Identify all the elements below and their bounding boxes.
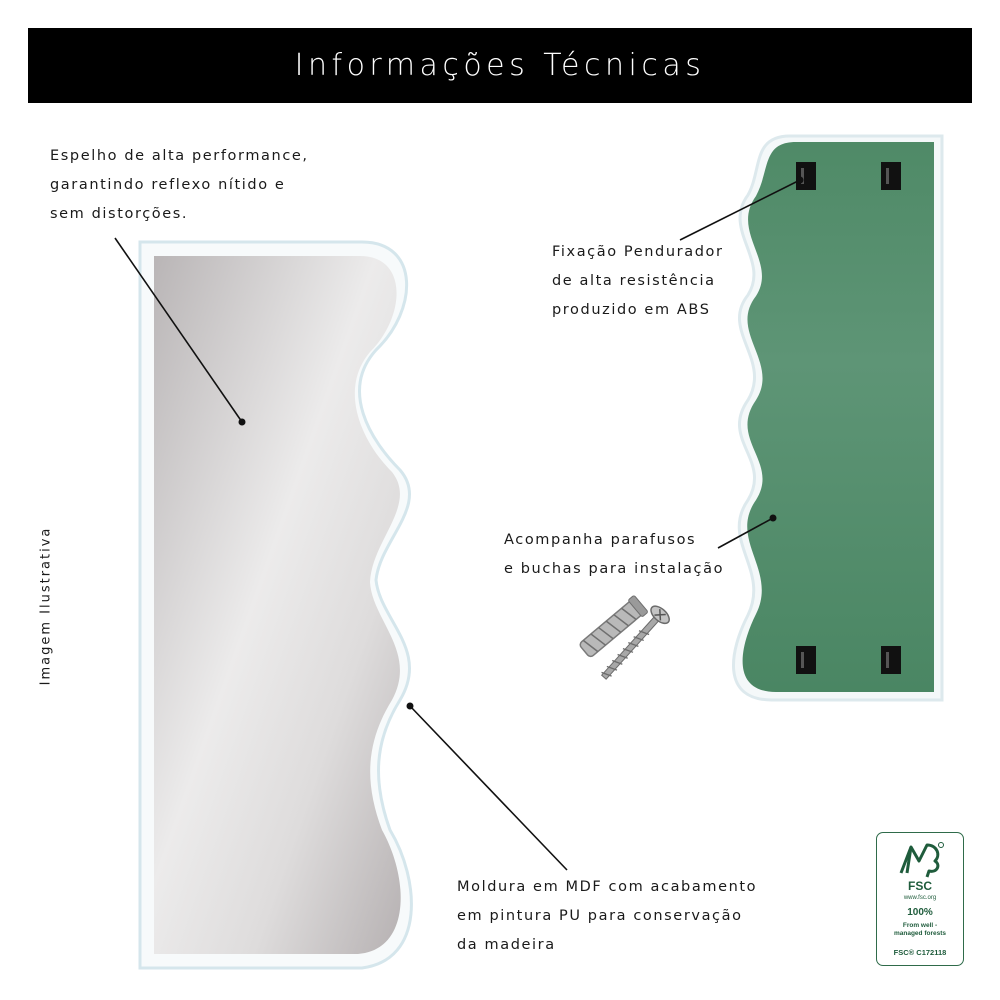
hanger-top-right-icon (881, 162, 901, 190)
callout-line-mirror (114, 237, 243, 423)
fsc-claim-line: managed forests (893, 930, 947, 937)
screw-and-plug-icon (579, 595, 670, 680)
back-panel (742, 142, 934, 692)
note-mirror-line: garantindo reflexo nítido e (50, 177, 286, 193)
note-mirror: Espelho de alta performance, garantindo … (50, 142, 309, 229)
callout-dot-mirror (238, 418, 246, 426)
hanger-top-left-icon (796, 162, 816, 190)
note-screws-line: e buchas para instalação (504, 561, 725, 577)
note-frame: Moldura em MDF com acabamento em pintura… (457, 873, 757, 960)
note-hanger-line: de alta resistência (552, 273, 716, 289)
callout-line-screws (717, 517, 774, 549)
fsc-site: www.fsc.org (903, 895, 937, 901)
note-hanger-line: produzido em ABS (552, 302, 711, 318)
note-hanger: Fixação Pendurador de alta resistência p… (552, 238, 724, 325)
note-screws-line: Acompanha parafusos (504, 532, 697, 548)
callout-dot-frame (406, 702, 414, 710)
hanger-bottom-left-icon (796, 646, 816, 674)
note-mirror-line: Espelho de alta performance, (50, 148, 309, 164)
fsc-claim: From well - managed forests (877, 922, 963, 938)
mirror-glass (154, 256, 401, 954)
callout-line-frame (409, 705, 568, 871)
callout-dot-hanger (796, 176, 804, 184)
hanger-bottom-right-icon (881, 646, 901, 674)
note-mirror-line: sem distorções. (50, 206, 189, 222)
fsc-badge: FSC www.fsc.org 100% From well - managed… (876, 832, 964, 966)
illustrative-image-label: Imagem Ilustrativa (38, 526, 54, 686)
page-title: Informações Técnicas (294, 48, 706, 83)
fsc-brand: FSC (908, 879, 932, 893)
fsc-license: FSC® C172118 (893, 948, 947, 957)
callout-line-hanger (679, 179, 801, 241)
header-banner: Informações Técnicas (28, 28, 972, 103)
note-frame-line: em pintura PU para conservação (457, 908, 743, 924)
note-frame-line: da madeira (457, 937, 556, 953)
fsc-tree-icon (899, 842, 944, 878)
fsc-percent: 100% (907, 907, 933, 918)
note-hanger-line: Fixação Pendurador (552, 244, 724, 260)
note-frame-line: Moldura em MDF com acabamento (457, 879, 758, 895)
fsc-claim-line: From well - (902, 922, 938, 929)
callout-dot-screws (769, 514, 777, 522)
note-screws: Acompanha parafusos e buchas para instal… (504, 526, 724, 584)
